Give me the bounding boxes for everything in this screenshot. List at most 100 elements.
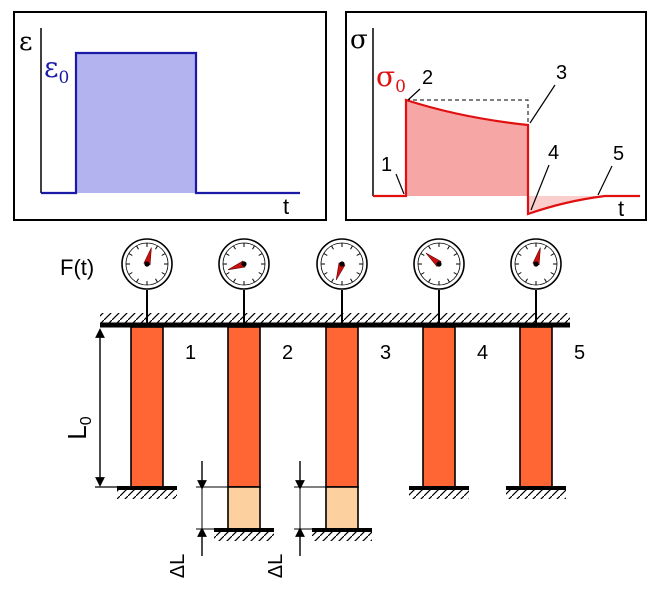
gauge-tick-2-8 — [225, 272, 230, 275]
rod-number-5: 5 — [574, 342, 585, 364]
bottom-support-hatch-5 — [506, 490, 566, 499]
rod-number-1: 1 — [185, 342, 196, 364]
stress-point-label-3: 3 — [556, 62, 567, 84]
rod-number-2: 2 — [282, 342, 293, 364]
bottom-support-hatch-1 — [117, 490, 177, 499]
gauge-tick-3-11 — [331, 245, 334, 250]
stress-point-leader-2 — [407, 88, 421, 101]
gauge-tick-1-4 — [161, 272, 166, 275]
rod-number-4: 4 — [477, 342, 488, 364]
gauge-tick-4-5 — [447, 278, 450, 283]
gauge-tick-4-8 — [420, 272, 425, 275]
strain-pulse-area — [76, 53, 196, 193]
gauge-tick-1-1 — [155, 245, 158, 250]
gauge-tick-5-7 — [525, 278, 528, 283]
gauge-pivot-2 — [241, 261, 247, 267]
stress-level-label: σ0 — [376, 60, 406, 97]
gauge-tick-4-11 — [428, 245, 431, 250]
stress-point-label-2: 2 — [422, 67, 433, 89]
stress-relaxation-area — [406, 100, 528, 196]
rod-1 — [130, 326, 164, 488]
stress-panel: σ σ0 t 1 2 3 4 5 — [345, 11, 647, 221]
gauge-tick-2-5 — [252, 278, 255, 283]
gauge-tick-1-11 — [136, 245, 139, 250]
gauge-tick-4-4 — [453, 272, 458, 275]
gauge-tick-5-5 — [544, 278, 547, 283]
stress-time-label: t — [618, 196, 624, 221]
stress-point-leader-3 — [529, 84, 556, 124]
stress-point-label-1: 1 — [381, 154, 392, 176]
strain-level-label: ε0 — [44, 51, 69, 88]
gauge-tick-5-10 — [517, 253, 522, 256]
gauge-tick-3-4 — [356, 272, 361, 275]
gauge-tick-1-8 — [128, 272, 133, 275]
strain-axis-label: ε — [19, 27, 32, 57]
strain-panel: ε ε0 t — [13, 11, 327, 221]
rod-3 — [325, 326, 359, 488]
gauge-pivot-4 — [436, 261, 442, 267]
strain-level-symbol: ε — [44, 51, 59, 84]
gauge-tick-2-7 — [233, 278, 236, 283]
gauge-tick-5-8 — [517, 272, 522, 275]
gauge-tick-4-7 — [428, 278, 431, 283]
stress-unload-area — [528, 196, 605, 214]
rod-number-3: 3 — [380, 342, 391, 364]
stress-axis-label: σ — [350, 25, 368, 55]
gauge-tick-3-5 — [350, 278, 353, 283]
stress-reference-dashed — [406, 99, 529, 125]
top-clamp-hatch — [100, 313, 570, 324]
top-clamp — [100, 313, 570, 328]
gauge-pivot-5 — [533, 261, 539, 267]
stress-point-leader-4 — [530, 164, 550, 211]
gauge-tick-2-1 — [252, 245, 255, 250]
gauge-tick-1-2 — [161, 253, 166, 256]
gauge-tick-1-5 — [155, 278, 158, 283]
force-label: F(t) — [60, 255, 94, 280]
rod-2 — [227, 326, 261, 488]
rod-extension-3 — [325, 486, 359, 530]
stress-point-leader-1 — [395, 173, 405, 195]
stress-point-leader-5 — [597, 165, 613, 196]
gauge-tick-3-10 — [323, 253, 328, 256]
gauge-tick-3-8 — [323, 272, 328, 275]
gauge-pivot-1 — [144, 261, 150, 267]
gauge-tick-4-2 — [453, 253, 458, 256]
stress-point-label-4: 4 — [548, 142, 559, 164]
gauge-tick-2-4 — [258, 272, 263, 275]
gauge-tick-5-4 — [550, 272, 555, 275]
stress-point-label-5: 5 — [613, 143, 624, 165]
bottom-support-hatch-4 — [409, 490, 469, 499]
length-dimension: L0 — [62, 328, 118, 488]
gauge-tick-4-10 — [420, 253, 425, 256]
rod-extension-2 — [227, 486, 261, 530]
rod-group: 1 2ΔL 3ΔL 4 5 — [117, 238, 585, 578]
gauge-tick-1-10 — [128, 253, 133, 256]
gauge-pivot-3 — [339, 261, 345, 267]
strain-level-subscript: 0 — [59, 68, 70, 88]
gauge-tick-4-1 — [447, 245, 450, 250]
gauge-tick-2-10 — [225, 253, 230, 256]
length-label-symbol: L — [62, 425, 92, 439]
stress-level-symbol: σ — [376, 60, 395, 93]
gauge-tick-5-2 — [550, 253, 555, 256]
gauge-tick-3-7 — [331, 278, 334, 283]
gauge-tick-3-2 — [356, 253, 361, 256]
elongation-label-2: ΔL — [167, 554, 189, 578]
strain-time-label: t — [283, 194, 289, 219]
gauge-tick-5-1 — [544, 245, 547, 250]
elongation-label-3: ΔL — [265, 554, 287, 578]
strain-pulse-line — [41, 51, 300, 195]
length-label: L0 — [62, 416, 95, 439]
gauge-tick-2-2 — [258, 253, 263, 256]
length-label-subscript: 0 — [78, 416, 95, 425]
bottom-support-hatch-2 — [214, 532, 274, 541]
gauge-tick-5-11 — [525, 245, 528, 250]
gauge-tick-1-7 — [136, 278, 139, 283]
gauge-tick-2-11 — [233, 245, 236, 250]
stress-level-subscript: 0 — [395, 77, 406, 97]
bottom-support-hatch-3 — [312, 532, 372, 541]
rod-4 — [422, 326, 456, 488]
stress-curve — [373, 98, 640, 216]
rod-5 — [519, 326, 553, 488]
